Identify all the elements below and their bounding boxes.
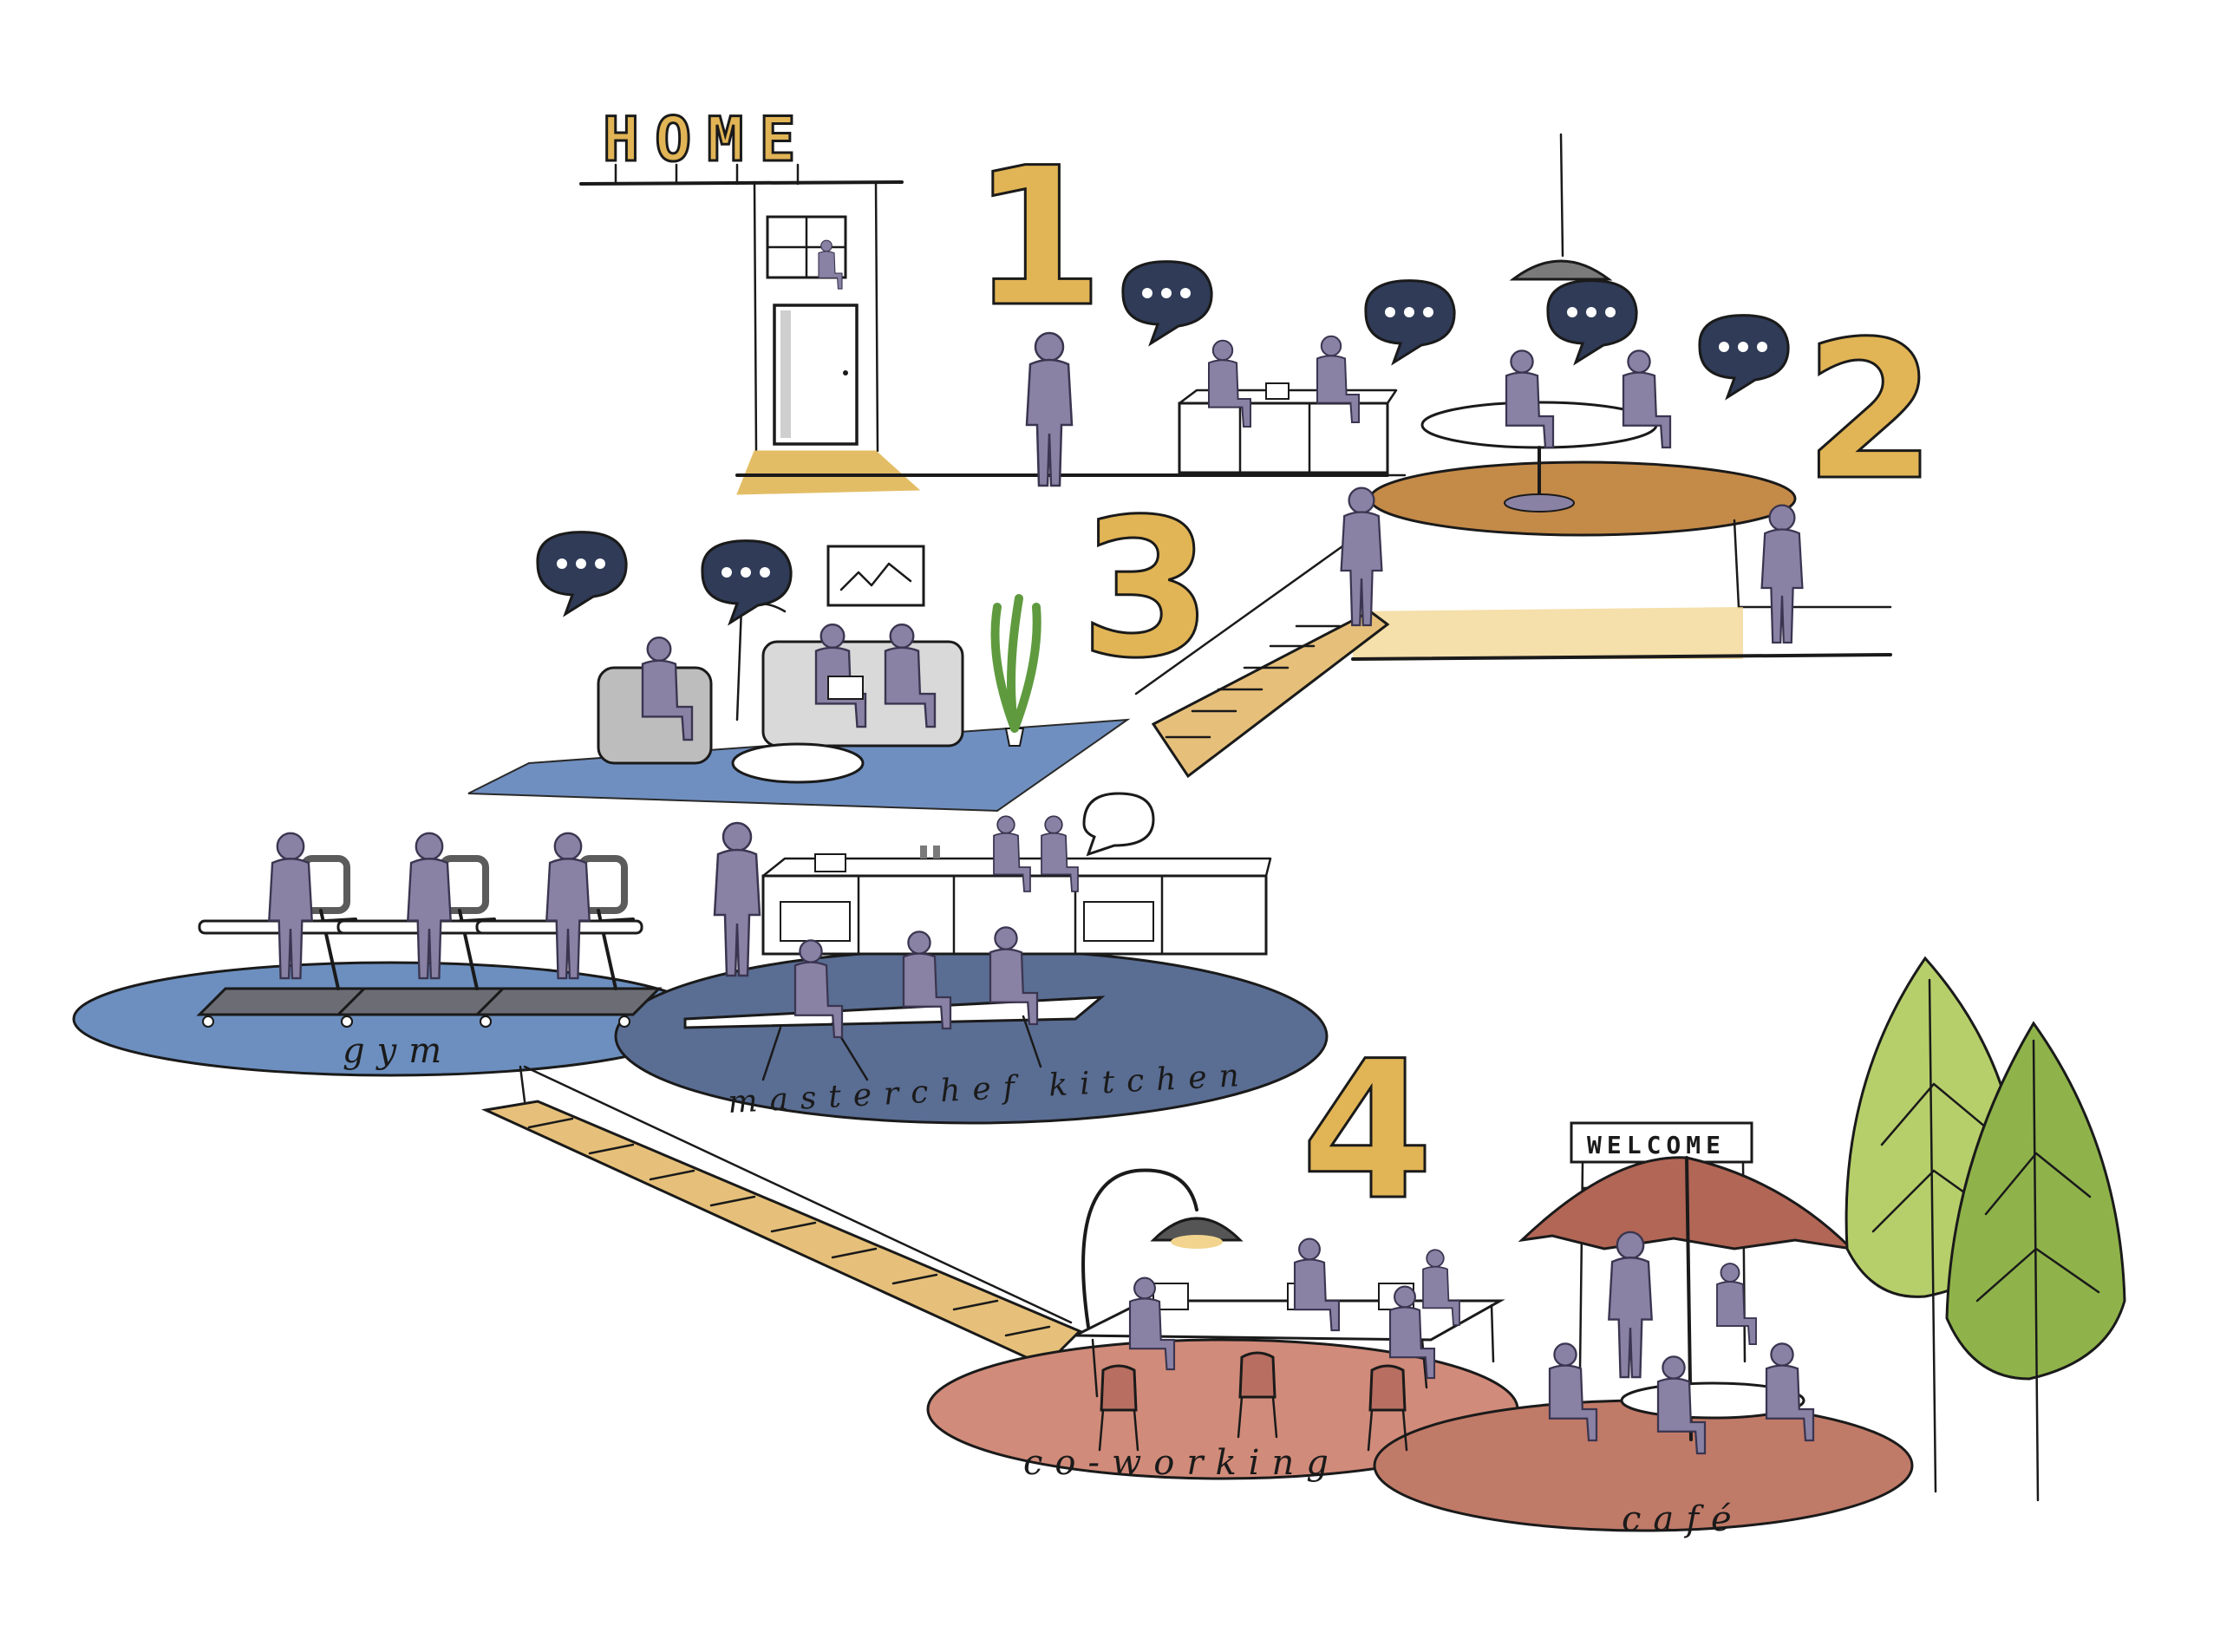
speech-bubble-icon [1546,279,1638,364]
coworking-desk [1074,1237,1505,1398]
level-number-4: 4 [1301,1020,1433,1242]
welcome-sign-text: WELCOME [1587,1131,1726,1159]
home-sign-text: HOME [603,104,812,175]
speech-bubble-icon [1121,260,1213,345]
zone-label-cafe: café [1622,1499,1744,1539]
empty-speech-bubble-icon [1082,792,1155,857]
speech-bubble-icon [701,539,793,624]
level-number-3: 3 [1080,478,1212,700]
level-2-dining: 2 [1368,133,1938,644]
stairs-lower [480,1065,1082,1368]
tree-icon [1945,1021,2126,1502]
zone-label-gym: gym [343,1031,454,1071]
level-number-1: 1 [971,127,1104,349]
wall-picture [826,545,925,607]
stairs-upper [1134,540,1390,779]
arc-lamp-icon [1081,1168,1244,1329]
dining-rug [1368,460,1797,537]
plant-icon [990,594,1041,747]
doormat [736,450,921,495]
hallway-floor [1353,607,1743,659]
speech-bubble-icon [1698,314,1790,399]
gym-kitchen-floor: gym masterchef kitchen [72,792,1329,1125]
level-4-floor: 4 co [480,956,2126,1539]
level-3-lounge: 3 [467,477,1892,813]
kitchen-counter [1178,335,1398,474]
speech-bubble-icon [1364,279,1456,364]
level-number-2: 2 [1804,300,1936,522]
kitchen-table [683,996,1106,1029]
level-1-floor: HOME 1 [579,103,1456,495]
zone-label-coworking: co-working [1023,1443,1341,1483]
home-sign: HOME [579,103,904,186]
pendant-lamp-icon [1559,133,1564,258]
speech-bubble-icon [536,531,628,616]
sofa [761,624,964,748]
cafe-booth: WELCOME [1570,1121,1753,1372]
armchair [597,637,713,765]
